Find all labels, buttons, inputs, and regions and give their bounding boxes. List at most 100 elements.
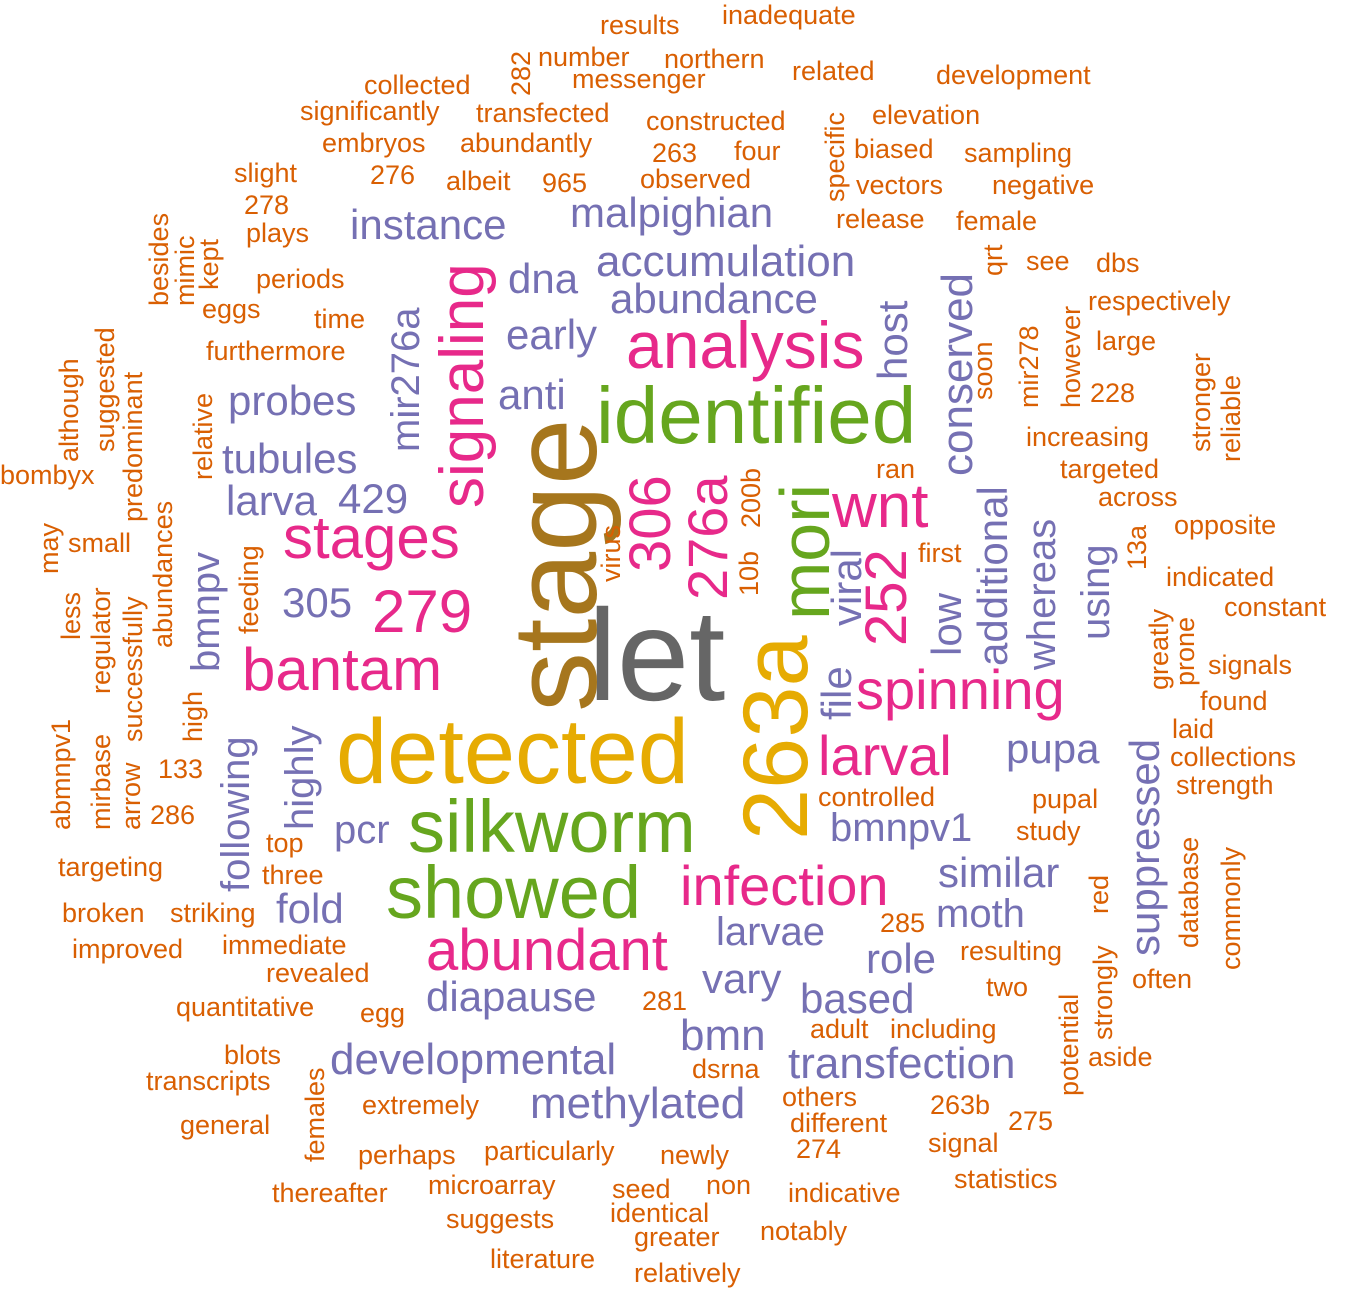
word-resulting: resulting xyxy=(960,936,1063,966)
word-transfected: transfected xyxy=(476,98,610,128)
word-low: low xyxy=(923,592,970,656)
word-fold: fold xyxy=(276,885,344,932)
word-development: development xyxy=(936,60,1091,90)
word-virus: virus xyxy=(596,524,626,582)
word-pupa: pupa xyxy=(1006,725,1100,772)
word-dsrna: dsrna xyxy=(692,1054,760,1084)
word-often: often xyxy=(1132,964,1193,994)
word-database: database xyxy=(1174,836,1204,948)
word-similar: similar xyxy=(938,849,1060,896)
word-developmental: developmental xyxy=(330,1035,617,1084)
word-263: 263 xyxy=(652,138,698,168)
word-including: including xyxy=(890,1014,997,1044)
word-suppressed: suppressed xyxy=(1121,738,1168,956)
word-feeding: feeding xyxy=(234,545,264,634)
word-revealed: revealed xyxy=(266,958,370,988)
word-larval: larval xyxy=(818,724,952,787)
word-particularly: particularly xyxy=(484,1136,615,1166)
word-besides: besides xyxy=(144,212,174,306)
word-however: however xyxy=(1056,305,1086,408)
word-mir278: mir278 xyxy=(1014,325,1044,408)
word-probes: probes xyxy=(228,377,357,424)
word-large: large xyxy=(1096,326,1157,356)
word-literature: literature xyxy=(490,1244,596,1274)
word-qrt: qrt xyxy=(978,244,1008,276)
word-965: 965 xyxy=(542,168,588,198)
word-targeting: targeting xyxy=(58,852,164,882)
word-let: let xyxy=(588,582,726,728)
word-adult: adult xyxy=(810,1014,869,1044)
word-278: 278 xyxy=(244,190,290,220)
word-relatively: relatively xyxy=(634,1258,741,1288)
word-immediate: immediate xyxy=(222,930,347,960)
word-egg: egg xyxy=(360,998,406,1028)
word-elevation: elevation xyxy=(872,100,981,130)
word-bmn: bmn xyxy=(680,1011,766,1060)
word-abundantly: abundantly xyxy=(460,128,593,158)
word-successfully: successfully xyxy=(118,596,148,742)
word-larvae: larvae xyxy=(716,910,825,954)
word-using: using xyxy=(1074,544,1118,640)
word-others: others xyxy=(782,1082,858,1112)
word-sampling: sampling xyxy=(964,138,1073,168)
word-indicative: indicative xyxy=(788,1178,901,1208)
word-dna: dna xyxy=(508,255,579,302)
word-constant: constant xyxy=(1224,592,1327,622)
word-306: 306 xyxy=(618,475,683,572)
word-four: four xyxy=(734,136,781,166)
word-periods: periods xyxy=(256,264,345,294)
word-significantly: significantly xyxy=(300,96,440,126)
word-suggests: suggests xyxy=(446,1204,555,1234)
word-thereafter: thereafter xyxy=(272,1178,388,1208)
word-281: 281 xyxy=(642,986,688,1016)
word-high: high xyxy=(178,690,208,742)
word-regulator: regulator xyxy=(86,587,116,694)
word-relative: relative xyxy=(188,392,218,480)
word-signals: signals xyxy=(1208,650,1293,680)
word-following: following xyxy=(214,736,258,892)
word-vary: vary xyxy=(702,955,782,1002)
word-northern: northern xyxy=(664,44,765,74)
word-ran: ran xyxy=(876,454,916,484)
word-dbs: dbs xyxy=(1096,248,1140,278)
word-263b: 263b xyxy=(930,1090,991,1120)
word-predominant: predominant xyxy=(118,371,148,522)
word-increasing: increasing xyxy=(1026,422,1150,452)
word-seed: seed xyxy=(612,1174,671,1204)
word-non: non xyxy=(706,1170,752,1200)
word-file: file xyxy=(813,666,860,720)
word-two: two xyxy=(986,972,1029,1002)
word-analysis: analysis xyxy=(626,308,865,382)
word-pcr: pcr xyxy=(334,808,390,852)
word-accumulation: accumulation xyxy=(596,237,856,286)
word-less: less xyxy=(56,591,86,640)
word-collected: collected xyxy=(364,70,471,100)
word-opposite: opposite xyxy=(1174,510,1277,540)
word-pupal: pupal xyxy=(1032,784,1099,814)
word-reliable: reliable xyxy=(1216,374,1246,462)
word-bantam: bantam xyxy=(242,636,443,703)
word-soon: soon xyxy=(968,341,998,400)
word-perhaps: perhaps xyxy=(358,1140,456,1170)
word-276a: 276a xyxy=(676,475,739,600)
word-negative: negative xyxy=(992,170,1095,200)
word-results: results xyxy=(600,10,680,40)
word-276: 276 xyxy=(370,160,416,190)
word-laid: laid xyxy=(1172,714,1215,744)
word-slight: slight xyxy=(234,158,298,188)
word-extremely: extremely xyxy=(362,1090,480,1120)
word-controlled: controlled xyxy=(818,782,936,812)
word-biased: biased xyxy=(854,134,934,164)
word-number: number xyxy=(538,42,630,72)
word-identical: identical xyxy=(610,1198,710,1228)
word-200b: 200b xyxy=(736,467,766,528)
word-bmnpv1: bmnpv1 xyxy=(830,806,973,850)
word-abundance: abundance xyxy=(610,275,818,322)
word-microarray: microarray xyxy=(428,1170,556,1200)
word-top: top xyxy=(266,828,304,858)
word-potential: potential xyxy=(1054,993,1084,1096)
word-larva: larva xyxy=(226,477,318,524)
word-respectively: respectively xyxy=(1088,286,1231,316)
word-malpighian: malpighian xyxy=(570,189,774,236)
word-greatly: greatly xyxy=(1144,608,1174,690)
